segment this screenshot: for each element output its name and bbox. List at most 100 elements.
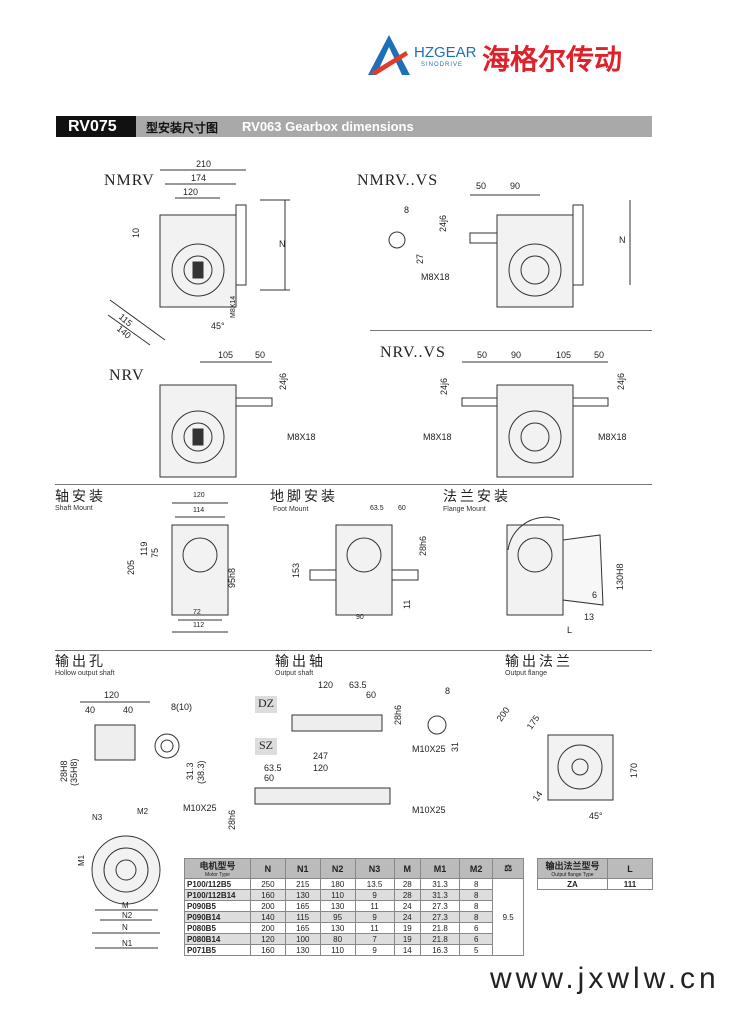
dim-label: 120 [193, 492, 205, 499]
table-cell: 130 [319, 900, 356, 912]
table-cell: P071B5 [184, 944, 251, 956]
table-cell: 100 [284, 933, 321, 945]
table-cell: 24 [393, 900, 421, 912]
col-header: M1 [419, 858, 461, 879]
table-cell: 19 [393, 933, 421, 945]
table-cell: 8 [459, 911, 494, 923]
output-shaft-drawing [254, 714, 447, 805]
table-cell: 120 [250, 933, 286, 945]
dim-label: 45° [589, 811, 603, 821]
dim-label: 120 [318, 680, 334, 690]
dim-label: 63.5 [370, 505, 384, 512]
dim-label: 114 [193, 507, 205, 514]
table-cell: P090B5 [184, 900, 251, 912]
dim-label: 60 [398, 505, 406, 512]
section-title-cn: 输出法兰 [505, 654, 573, 670]
table-cell: 160 [250, 944, 286, 956]
nrv-drawing [159, 361, 273, 478]
dim-label: 50 [594, 350, 605, 360]
dim-label: 174 [191, 173, 207, 183]
table-cell: 11 [354, 922, 395, 934]
table-cell: ZA [537, 878, 608, 890]
dim-label: M8X18 [423, 432, 452, 442]
table-cell: 21.8 [419, 922, 461, 934]
section-header: RV075 型安装尺寸图 RV063 Gearbox dimensions [56, 116, 652, 137]
dim-label: 210 [196, 159, 212, 169]
table-cell: 31.3 [419, 878, 461, 890]
dim-label: 28H8 [59, 760, 69, 782]
table-cell: 95 [319, 911, 356, 923]
section-title-cn: 地脚安装 [270, 489, 338, 505]
dim-label: 13 [584, 612, 595, 622]
dim-label: 28h6 [418, 535, 428, 556]
dim-label: 60 [264, 773, 275, 783]
hollow-shaft-drawing [80, 701, 180, 761]
dim-label: 119 [139, 541, 149, 556]
table-cell: 140 [250, 911, 286, 923]
dim-label: 50 [476, 181, 487, 191]
section-title-en: Foot Mount [273, 506, 309, 513]
dim-label: 112 [193, 622, 205, 629]
dim-label: 90 [356, 614, 364, 621]
dim-label: 153 [291, 562, 301, 578]
dim-label: (38.3) [196, 760, 206, 784]
dim-label: N2 [122, 911, 133, 920]
table-cell: 215 [284, 878, 321, 890]
view-title-nmrv: NMRV [104, 172, 155, 189]
nmrv-drawing [107, 169, 290, 346]
logo-mark-icon [368, 35, 410, 75]
section-title-cn: 轴安装 [55, 489, 106, 505]
table-cell: 24 [393, 911, 421, 923]
title-en: RV063 Gearbox dimensions [242, 119, 414, 134]
table-cell: 28 [393, 889, 421, 901]
table-cell: 8 [459, 900, 494, 912]
table-cell: 7 [354, 933, 395, 945]
table-cell: 130 [284, 944, 321, 956]
col-header: M2 [459, 858, 494, 879]
table-cell: 27.3 [419, 911, 461, 923]
divider [55, 650, 652, 651]
col-header: N3 [354, 858, 395, 879]
table-cell: 165 [284, 900, 321, 912]
dim-label: 40 [123, 705, 134, 715]
dim-label: L [567, 625, 573, 635]
dim-label: 8 [445, 686, 451, 696]
table-cell: P080B14 [184, 933, 251, 945]
table-cell: 9 [354, 911, 395, 923]
dim-label: M1 [77, 854, 86, 866]
motor-flange-drawing [91, 835, 161, 949]
table-cell: 115 [284, 911, 321, 923]
table-cell: 31.3 [419, 889, 461, 901]
table-cell: 111 [607, 878, 653, 890]
col-header: N [250, 858, 286, 879]
table-cell: 11 [354, 900, 395, 912]
dim-label: 205 [126, 559, 136, 575]
dim-label: 40 [85, 705, 96, 715]
section-title-cn: 法兰安装 [443, 489, 511, 505]
table-cell: 8 [459, 878, 494, 890]
table-cell: 13.5 [354, 878, 395, 890]
website-watermark: www.jxwlw.cn [490, 962, 720, 995]
dim-label: 6 [592, 590, 598, 600]
table-cell: 200 [250, 922, 286, 934]
dim-label: M8X18 [287, 432, 316, 442]
section-title-cn: 输出轴 [275, 654, 326, 670]
dim-label: M [122, 901, 129, 910]
dim-label: 120 [313, 763, 329, 773]
table-cell: 180 [319, 878, 356, 890]
dim-label: 95h8 [227, 567, 237, 588]
table-cell: 16.3 [419, 944, 461, 956]
table-cell: 5 [459, 944, 494, 956]
dim-label: 90 [510, 181, 521, 191]
dim-label: 31.3 [185, 762, 195, 780]
table-cell: P100/112B14 [184, 889, 251, 901]
dim-label: N [619, 235, 626, 245]
section-title-en: Hollow output shaft [55, 670, 115, 677]
